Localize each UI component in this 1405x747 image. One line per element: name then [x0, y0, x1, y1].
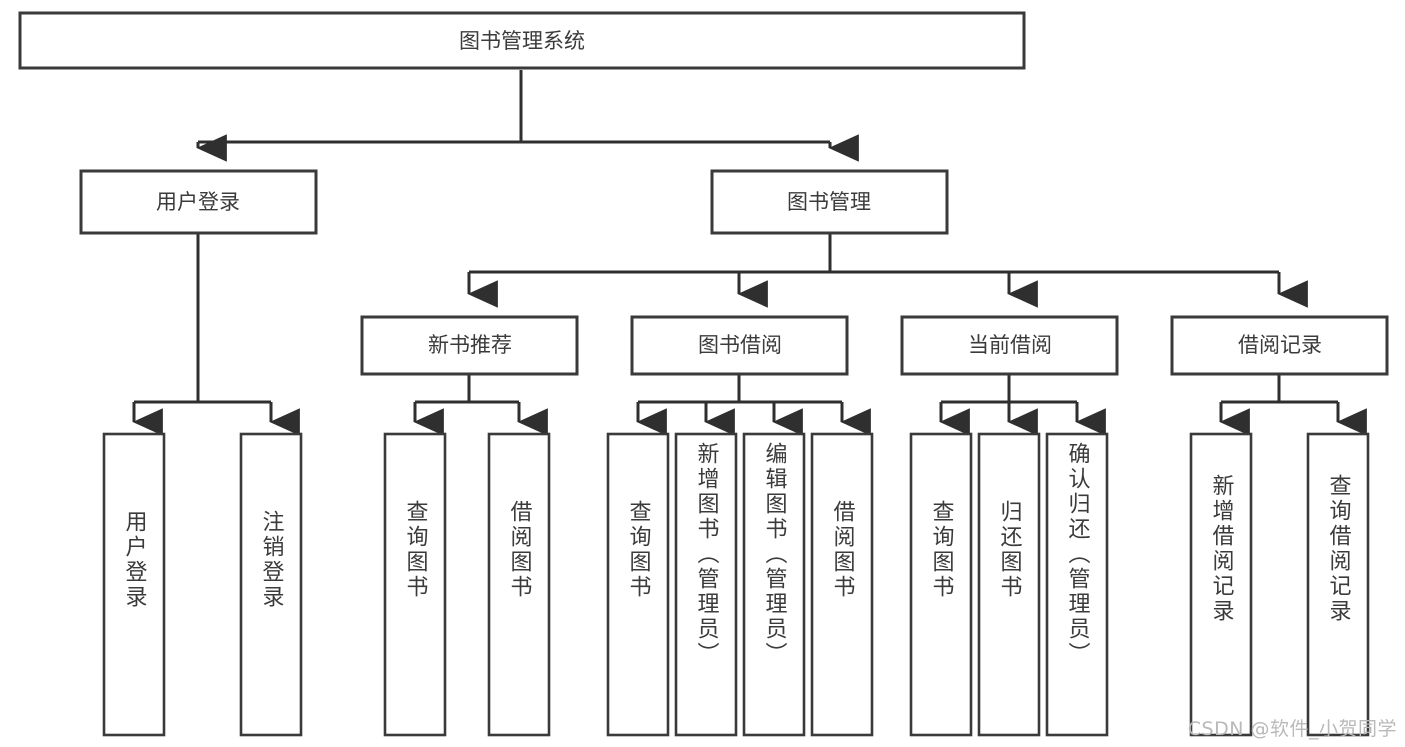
connector-bookmgmt-to-level3 — [467, 233, 1308, 308]
connector-currentborrow-to-leaves — [939, 375, 1106, 436]
leaf-box-borrow-book-2[interactable] — [810, 432, 874, 737]
leaf-box-query-book-2[interactable] — [606, 432, 670, 737]
node-new-book-recommend[interactable]: 新书推荐 — [360, 315, 579, 376]
node-user-login[interactable]: 用户登录 — [79, 169, 318, 235]
node-book-borrow[interactable]: 图书借阅 — [630, 315, 849, 376]
connector-borrowrecord-to-leaves — [1219, 375, 1367, 436]
node-book-management-label: 图书管理 — [787, 190, 871, 214]
node-current-borrow-box[interactable] — [900, 315, 1119, 376]
node-current-borrow-label: 当前借阅 — [968, 333, 1052, 357]
node-borrow-record[interactable]: 借阅记录 — [1170, 315, 1389, 376]
leaf-box-query-record[interactable] — [1306, 432, 1370, 737]
leaf-box-borrow-book-1[interactable] — [487, 432, 551, 737]
watermark-text: CSDN @软件_小贺同学 — [1187, 718, 1397, 740]
node-book-borrow-label: 图书借阅 — [698, 333, 782, 357]
leaf-box-add-record[interactable] — [1189, 432, 1253, 737]
node-root[interactable]: 图书管理系统 — [18, 11, 1026, 70]
node-new-book-recommend-box[interactable] — [360, 315, 579, 376]
node-user-login-label: 用户登录 — [156, 190, 240, 214]
node-book-management-box[interactable] — [710, 169, 949, 235]
node-user-login-box[interactable] — [79, 169, 318, 235]
leaf-box-edit-book[interactable] — [742, 432, 806, 737]
connector-userlogin-to-leaves — [132, 233, 300, 436]
node-root-label: 图书管理系统 — [459, 29, 585, 53]
node-new-book-recommend-label: 新书推荐 — [428, 333, 512, 357]
leaf-box-return-book[interactable] — [977, 432, 1041, 737]
leaf-box-query-book-1[interactable] — [383, 432, 447, 737]
leaf-box-add-book[interactable] — [674, 432, 738, 737]
node-current-borrow[interactable]: 当前借阅 — [900, 315, 1119, 376]
node-book-management[interactable]: 图书管理 — [710, 169, 949, 235]
leaf-boxes — [102, 432, 1370, 737]
connector-newbook-to-leaves — [413, 375, 548, 436]
node-borrow-record-box[interactable] — [1170, 315, 1389, 376]
connector-root-to-level2 — [196, 70, 859, 162]
node-book-borrow-box[interactable] — [630, 315, 849, 376]
node-borrow-record-label: 借阅记录 — [1238, 333, 1322, 357]
leaf-box-logout-login[interactable] — [239, 432, 303, 737]
leaf-box-user-login[interactable] — [102, 432, 166, 737]
leaf-box-confirm-return[interactable] — [1045, 432, 1109, 737]
node-root-box[interactable] — [18, 11, 1026, 70]
leaf-box-query-book-3[interactable] — [909, 432, 973, 737]
connector-bookborrow-to-leaves — [636, 375, 871, 436]
